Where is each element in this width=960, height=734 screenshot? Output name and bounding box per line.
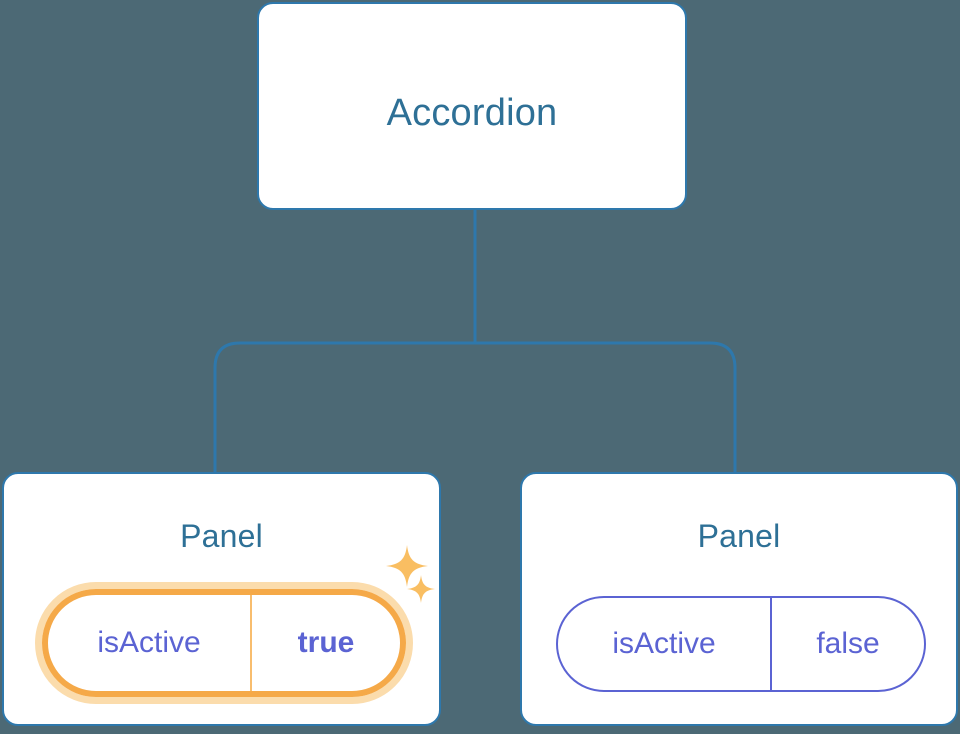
prop-pill-is-active-false[interactable]: isActive false	[556, 596, 926, 692]
connector-to-left-panel	[213, 341, 477, 474]
connector-to-right-panel	[473, 341, 737, 474]
node-accordion-label: Accordion	[386, 92, 558, 134]
prop-value: true	[297, 626, 355, 659]
node-panel-inactive[interactable]: Panel isActive false	[520, 472, 958, 726]
node-panel-inactive-label: Panel	[697, 518, 781, 554]
prop-pill-is-active-true[interactable]: isActive true	[42, 589, 406, 697]
prop-pill-highlight-wrapper: isActive true	[35, 582, 413, 704]
node-panel-active-label: Panel	[180, 518, 263, 554]
node-accordion[interactable]: Accordion	[257, 2, 687, 210]
prop-key: isActive	[48, 595, 252, 691]
prop-value: false	[816, 627, 880, 660]
prop-pill-glow-ring	[35, 582, 413, 704]
sparkle-small-icon	[407, 575, 435, 603]
node-panel-active[interactable]: Panel isActive true	[2, 472, 441, 726]
prop-key: isActive	[558, 598, 772, 690]
sparkle-large-icon	[386, 545, 428, 587]
